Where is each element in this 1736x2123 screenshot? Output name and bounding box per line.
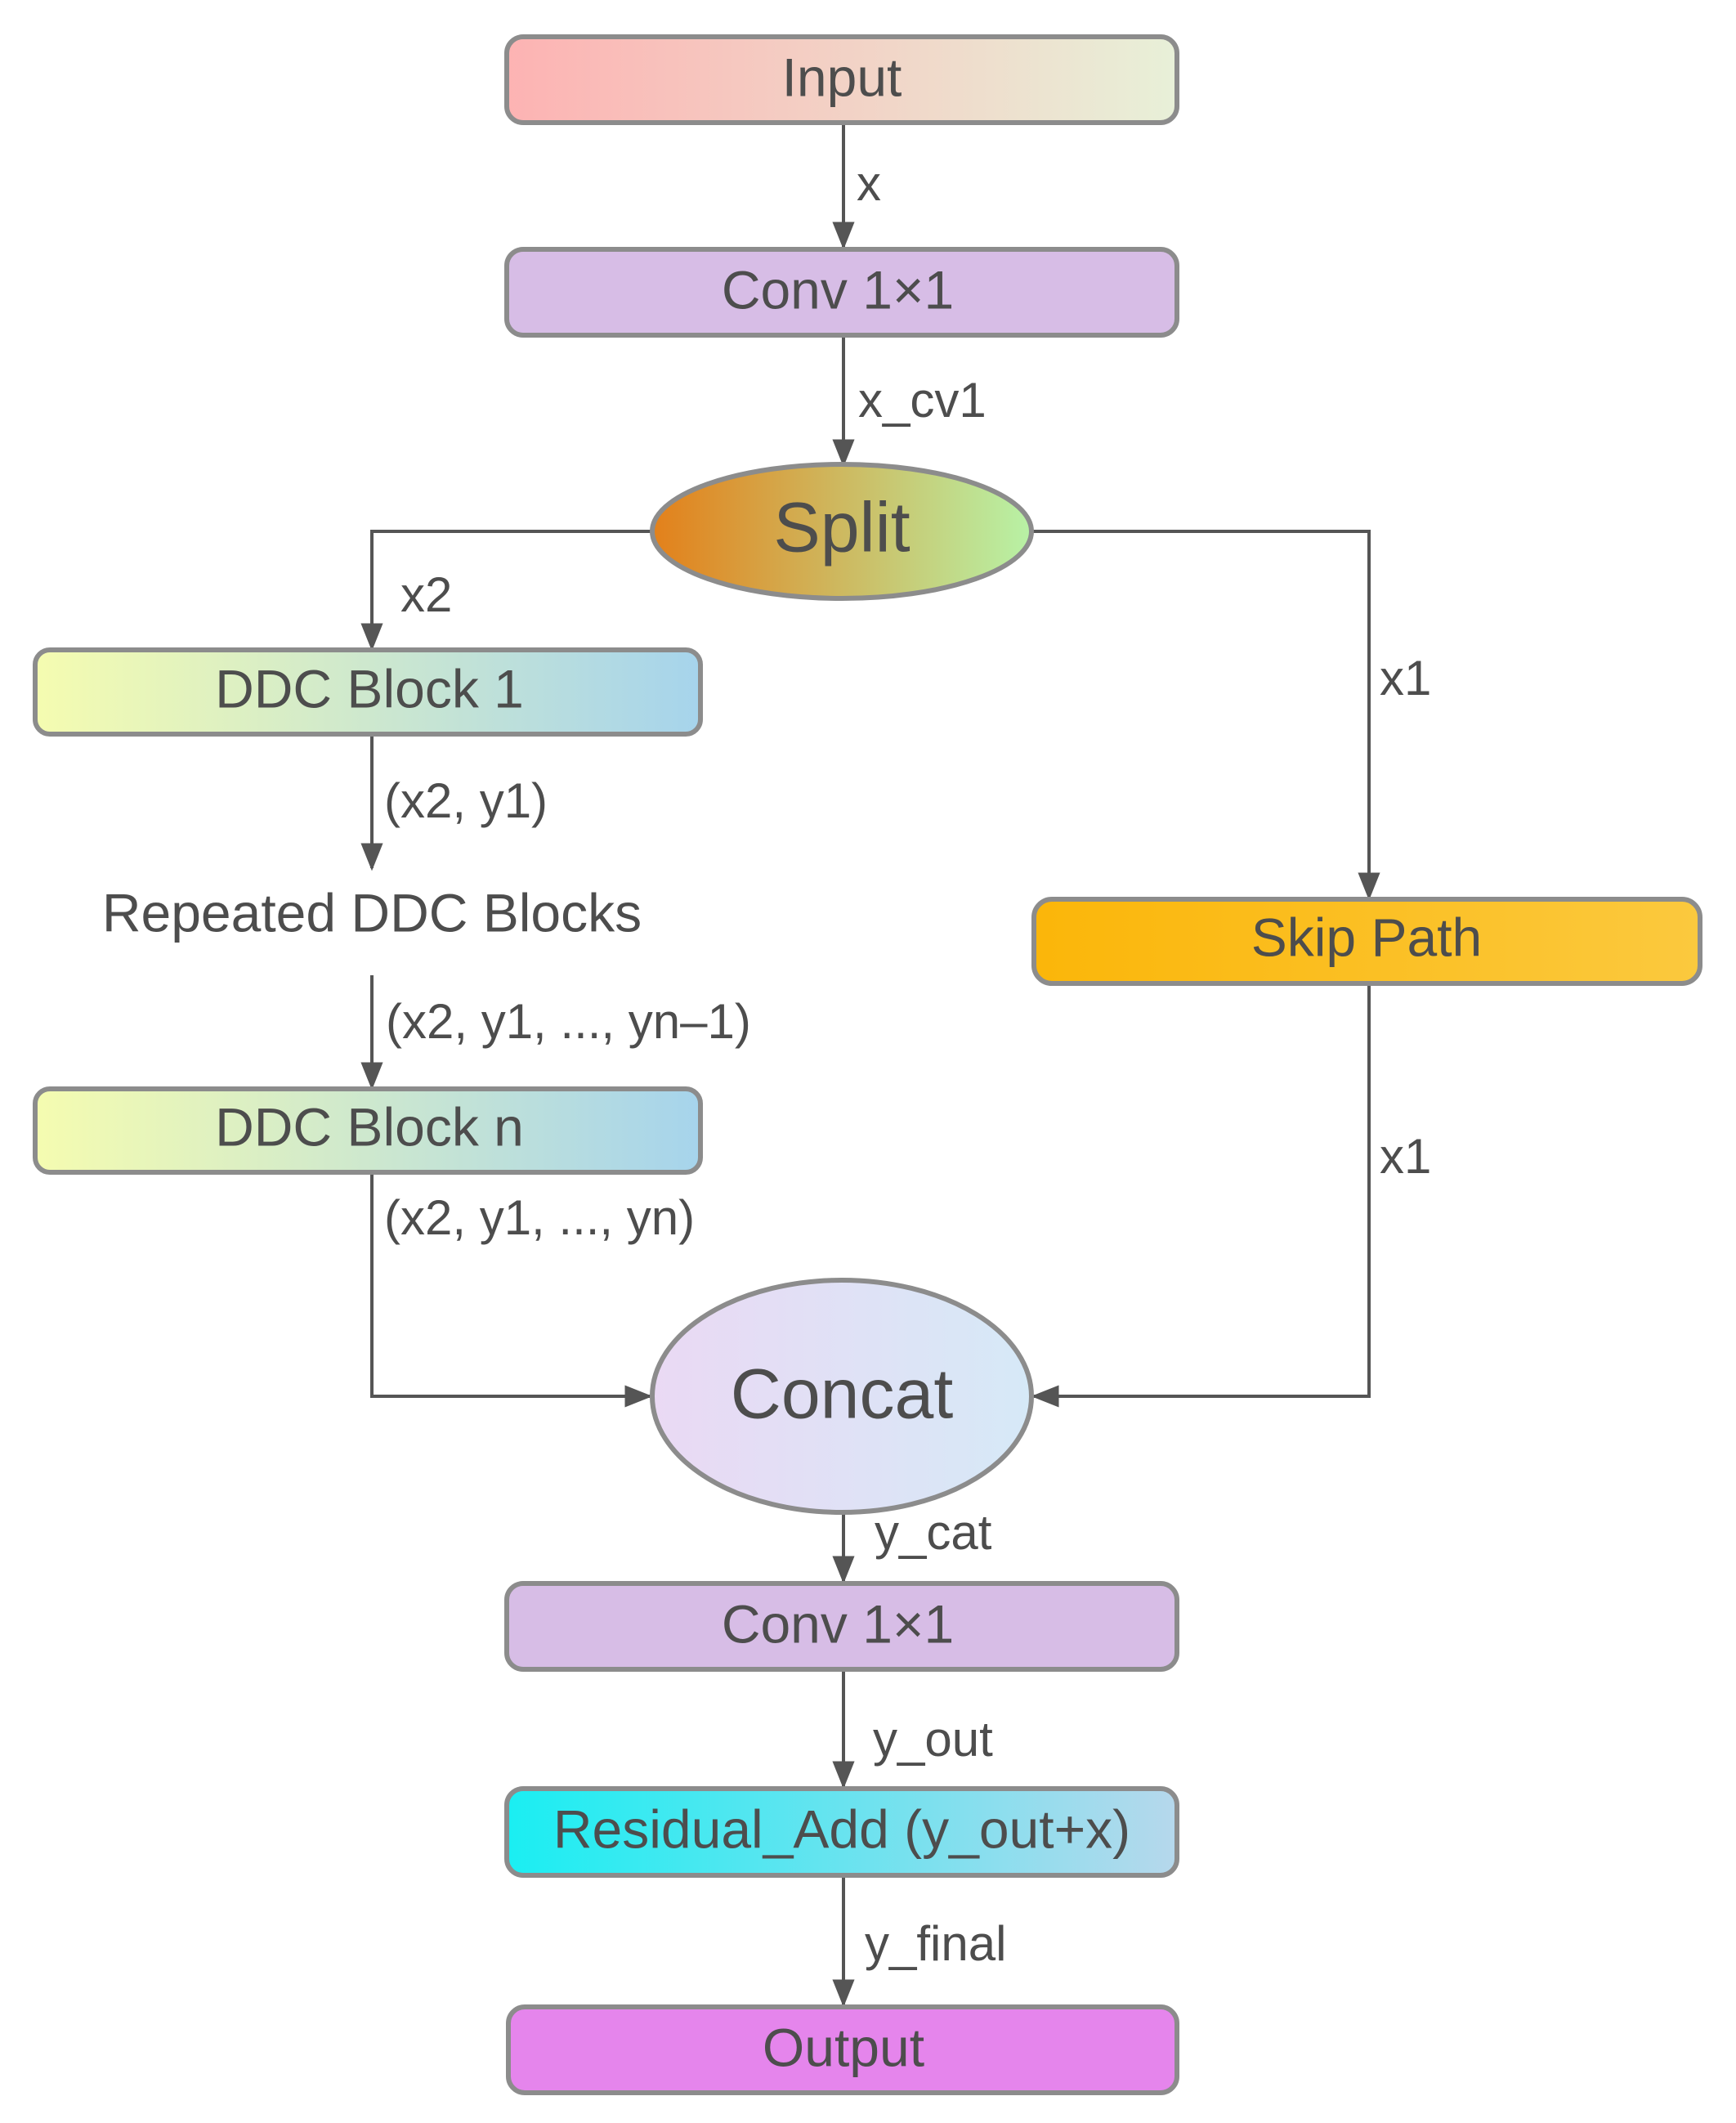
node-input-label: Input	[782, 47, 902, 107]
edge-label-x2-y1-yn: (x2, y1, ..., yn)	[384, 1190, 695, 1245]
edge-label-x1-top: x1	[1380, 651, 1431, 705]
edge-label-y-cat: y_cat	[875, 1505, 992, 1560]
edge-label-x1-bottom: x1	[1380, 1129, 1431, 1184]
edge-ddcn-concat	[370, 1172, 653, 1408]
node-input: Input	[504, 34, 1179, 125]
node-split-label: Split	[773, 489, 910, 567]
edge-skip-concat	[1031, 983, 1371, 1408]
edges	[360, 123, 1380, 2008]
edge-label-x-cv1: x_cv1	[858, 373, 987, 428]
node-ddcn: DDC Block n	[33, 1086, 703, 1175]
node-skip-label: Skip Path	[1251, 907, 1483, 967]
edge-label-x2-y1-yn-1: (x2, y1, ..., yn–1)	[386, 994, 751, 1049]
node-ddc1: DDC Block 1	[33, 647, 703, 737]
node-output-label: Output	[763, 2017, 924, 2077]
node-ddc1-label: DDC Block 1	[215, 658, 524, 719]
node-ddcn-label: DDC Block n	[215, 1096, 524, 1157]
node-split: Split	[650, 462, 1034, 601]
node-concat: Concat	[650, 1278, 1034, 1515]
edge-split-skip	[1030, 530, 1380, 901]
node-residual: Residual_Add (y_out+x)	[504, 1786, 1179, 1878]
node-conv1: Conv 1×1	[504, 247, 1179, 338]
node-conv2: Conv 1×1	[504, 1581, 1179, 1672]
edge-label-y-final: y_final	[865, 1916, 1006, 1971]
edge-label-x2: x2	[400, 567, 452, 622]
edge-label-x2-y1: (x2, y1)	[384, 773, 548, 828]
node-conv2-label: Conv 1×1	[722, 1593, 954, 1654]
edge-split-ddc1	[360, 530, 651, 652]
node-repeated-label: Repeated DDC Blocks	[102, 882, 642, 943]
node-output: Output	[506, 2004, 1179, 2095]
edge-label-x: x	[857, 156, 881, 211]
edge-labels: x x_cv1 x2 x1 (x2, y1) (x2, y1, ..., yn–…	[384, 156, 1431, 1971]
node-residual-label: Residual_Add (y_out+x)	[553, 1798, 1130, 1859]
node-skip: Skip Path	[1031, 897, 1702, 986]
node-concat-label: Concat	[731, 1355, 954, 1434]
node-conv1-label: Conv 1×1	[722, 259, 954, 320]
edge-label-y-out: y_out	[873, 1712, 993, 1767]
